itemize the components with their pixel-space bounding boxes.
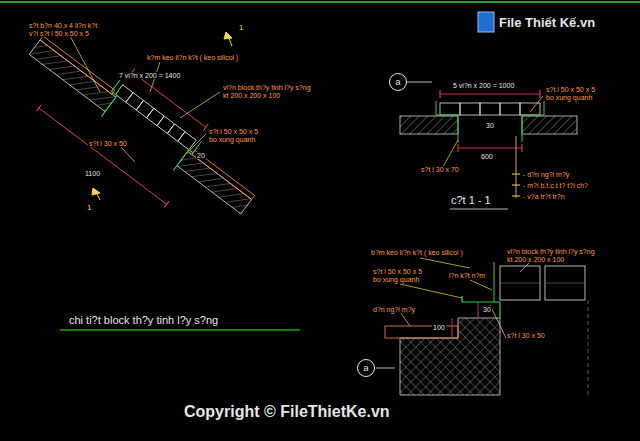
detail-marker: a bbox=[389, 73, 407, 91]
leader-line bbox=[470, 280, 492, 290]
annotation: s?t l 50 x 50 x 5 bbox=[372, 268, 423, 275]
leader-line bbox=[520, 262, 530, 272]
annotation: s?t b?n 40 x 4 li?n k?t bbox=[28, 22, 98, 29]
annotation: s?t l 30 x 70 bbox=[420, 166, 460, 173]
annotation: s?t l 50 x 50 x 5 bbox=[545, 86, 596, 93]
section-1-1 bbox=[400, 82, 577, 209]
leader-line bbox=[400, 284, 462, 298]
annotation: s?t l 50 x 50 x 5 bbox=[208, 128, 259, 135]
drawing-title: chi ti?t block th?y tinh l?y s?ng bbox=[68, 315, 219, 326]
annotation: kt 200 x 200 x 100 bbox=[222, 92, 281, 99]
annotation: s?t l 30 x 50 bbox=[88, 140, 128, 147]
annotation: bo xung quanh bbox=[372, 276, 420, 283]
detail-marker: a bbox=[357, 359, 375, 377]
annotation: 5 vi?n x 200 = 1000 bbox=[452, 82, 515, 89]
marker-letter: a bbox=[395, 78, 400, 87]
watermark: Copyright © FileThietKe.vn bbox=[183, 404, 391, 420]
leader-line bbox=[400, 312, 410, 326]
annotation: 600 bbox=[480, 153, 494, 160]
annotation: k?m keo li?n k?t ( keo silicol ) bbox=[146, 54, 239, 61]
leader-line bbox=[490, 305, 506, 338]
logo-icon bbox=[478, 12, 494, 32]
watermark: File Thiết Kế.vn bbox=[498, 16, 596, 29]
annotation: 30 bbox=[485, 122, 495, 129]
annotation: - m?i b.t.c.t t? t?i ch? bbox=[522, 182, 589, 189]
leader-line bbox=[120, 146, 135, 162]
sheet-border bbox=[0, 1, 640, 3]
leader-line bbox=[420, 258, 470, 268]
annotation: l?n k?t n?m bbox=[448, 272, 486, 279]
annotation: vi?n block th?y tinh l?y s?ng bbox=[222, 84, 312, 91]
annotation: v?i s?t l 50 x 50 x 5 bbox=[28, 30, 90, 37]
leader-line bbox=[70, 36, 100, 92]
annotation: d?n ng?i m?y bbox=[372, 306, 416, 313]
annotation: 100 bbox=[432, 324, 446, 331]
annotation: 30 bbox=[482, 306, 492, 313]
annotation: s?t l 30 x 50 bbox=[506, 332, 546, 339]
leader-line bbox=[180, 92, 220, 118]
annotation: kt 200 x 200 x 100 bbox=[506, 256, 565, 263]
annotation: b?m keo li?n k?t ( keo silicol ) bbox=[370, 249, 464, 256]
annotation: 1100 bbox=[84, 170, 101, 177]
title-underline bbox=[60, 329, 300, 331]
annotation: c?t 1 - 1 bbox=[450, 195, 492, 206]
annotation: 1 bbox=[238, 24, 244, 32]
slope-detail bbox=[4, 13, 272, 247]
leader-lines bbox=[70, 36, 543, 338]
annotation: bo xung quanh bbox=[208, 136, 256, 143]
annotation: bo xung quanh bbox=[545, 94, 593, 101]
leader-line bbox=[530, 96, 543, 112]
annotation: - d?n ng?i m?y bbox=[522, 171, 570, 178]
annotation: 1 bbox=[86, 204, 92, 212]
annotation: - v?a tr?t tr?n bbox=[522, 193, 566, 200]
annotation: 7 vi?n x 200 = 1400 bbox=[118, 72, 181, 79]
marker-letter: a bbox=[363, 364, 368, 373]
annotation: vi?n block th?y tinh l?y s?ng bbox=[506, 248, 596, 255]
leader-line bbox=[190, 134, 206, 150]
annotation: 20 bbox=[196, 152, 206, 159]
